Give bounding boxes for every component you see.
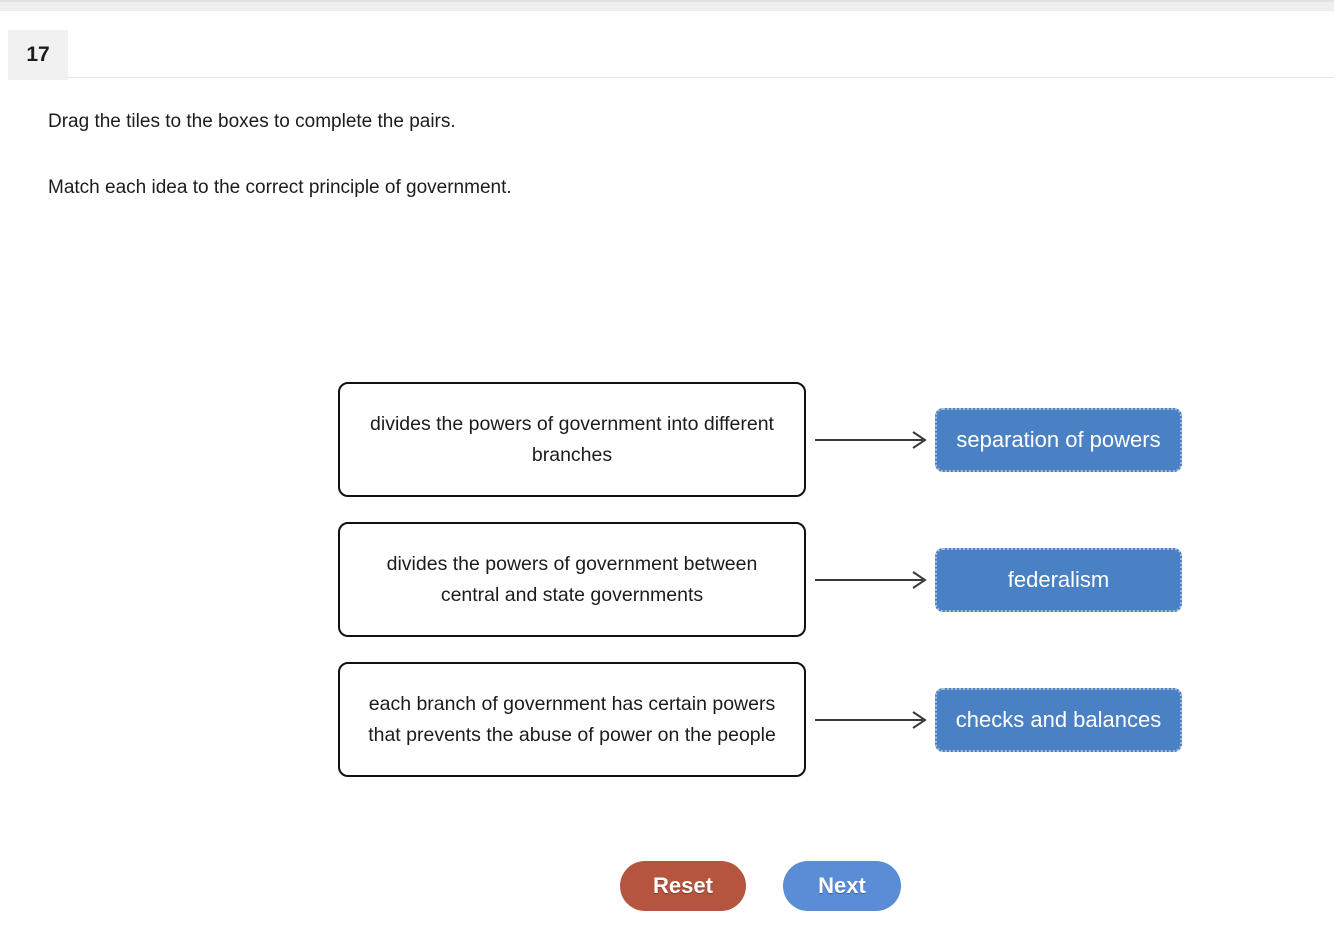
question-number: 17 xyxy=(26,43,50,66)
action-buttons: Reset Next xyxy=(620,861,901,911)
pair-row: divides the powers of government between… xyxy=(338,522,1182,637)
answer-tile-1[interactable]: separation of powers xyxy=(935,407,1182,472)
arrow-icon xyxy=(806,708,935,732)
instruction-primary: Drag the tiles to the boxes to complete … xyxy=(48,111,456,132)
idea-box-2: divides the powers of government between… xyxy=(338,522,806,637)
arrow-icon xyxy=(806,568,935,592)
horizontal-scrollbar-track[interactable] xyxy=(0,0,1334,11)
idea-box-3: each branch of government has certain po… xyxy=(338,662,806,777)
tab-divider xyxy=(68,77,1334,78)
arrow-icon xyxy=(806,428,935,452)
instruction-secondary: Match each idea to the correct principle… xyxy=(48,177,512,198)
answer-tile-3[interactable]: checks and balances xyxy=(935,687,1182,752)
pair-row: each branch of government has certain po… xyxy=(338,662,1182,777)
next-button[interactable]: Next xyxy=(783,861,901,911)
reset-button[interactable]: Reset xyxy=(620,861,746,911)
answer-tile-2[interactable]: federalism xyxy=(935,547,1182,612)
pair-row: divides the powers of government into di… xyxy=(338,382,1182,497)
matching-area: divides the powers of government into di… xyxy=(338,382,1182,802)
question-number-tab: 17 xyxy=(8,30,68,80)
idea-box-1: divides the powers of government into di… xyxy=(338,382,806,497)
